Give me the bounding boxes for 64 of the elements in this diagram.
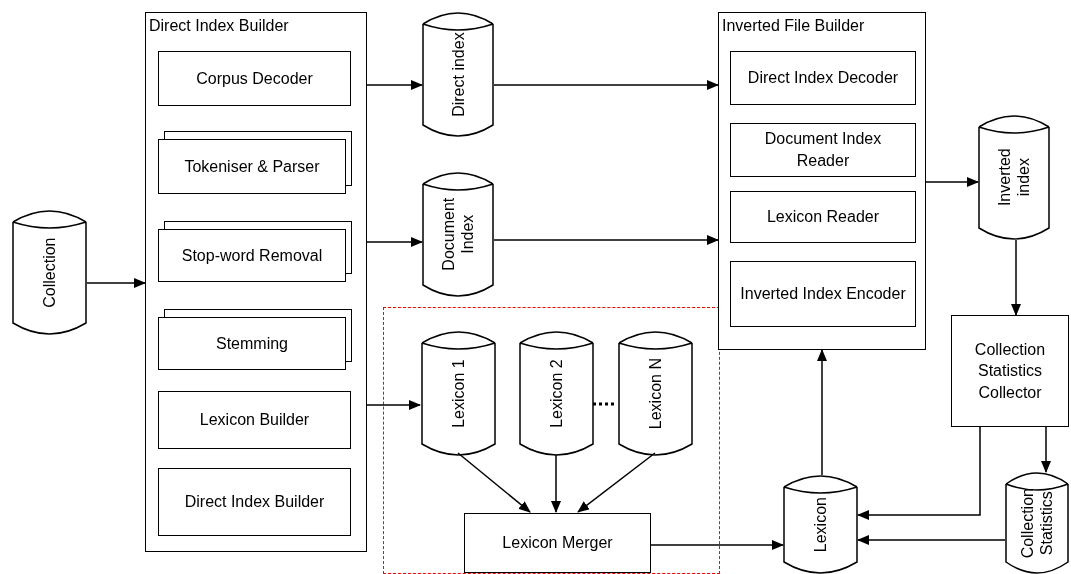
dotted-connector [593,402,617,406]
process-box [464,513,651,573]
database-cylinder [422,12,494,137]
arrow [493,80,719,90]
process-box [730,261,916,327]
box-label: Direct Index Builder [184,492,325,513]
box-label: Direct Index Decoder [747,68,899,89]
process-box [730,191,916,243]
box-label: Direct index [448,32,468,117]
box-label: Collection Statistics [1017,487,1056,559]
process-box [951,315,1069,427]
arrow [857,535,1006,545]
database-cylinder [783,475,858,574]
group-box [718,12,926,350]
process-box [158,51,351,106]
database-cylinder [978,115,1050,240]
arrow [366,400,421,410]
database-cylinder [421,331,496,456]
arrow [925,177,979,187]
box-label: Lexicon 1 [448,359,468,428]
box-label: Lexicon N [645,357,665,430]
stacked-process-box [158,131,352,194]
arrow [1011,239,1021,316]
box-label: Document Index [438,197,477,273]
box-label: Lexicon Merger [502,533,613,554]
group-box [145,12,367,552]
database-cylinder [618,331,693,456]
box-label: Document Index Reader [763,129,883,171]
box-label: Corpus Decoder [196,68,313,89]
group-title: Inverted File Builder [722,16,865,36]
box-label: Lexicon Builder [199,410,310,431]
box-label: Stemming [216,333,288,354]
box-label: Lexicon [810,496,830,553]
box-label: Collection Statistics Collector [973,339,1047,403]
arrow [493,235,719,245]
database-cylinder [1005,472,1069,574]
arrow [857,426,981,520]
arrow [551,454,561,513]
stacked-process-box [158,221,352,282]
box-label: Collection [39,237,59,308]
process-box [730,51,916,105]
box-label: Inverted Index Encoder [740,284,906,305]
box-label: Lexicon Reader [766,207,880,228]
box-label: Lexicon 2 [546,359,566,428]
box-label: Tokeniser & Parser [184,156,320,177]
arrow [817,349,827,476]
arrow [1041,426,1051,473]
arrow [457,452,531,513]
stacked-process-box [158,309,352,370]
arrow [86,278,146,288]
process-box [158,468,351,536]
database-cylinder [519,331,594,456]
arrow [366,80,423,90]
arrow [366,237,423,247]
dashed-region [383,307,720,574]
arrow [577,452,656,513]
box-label: Inverted index [994,147,1033,209]
database-cylinder [422,172,494,297]
process-box [158,391,351,449]
process-box [730,123,916,177]
arrow [649,540,784,550]
database-cylinder [12,210,87,335]
box-label: Stop-word Removal [181,245,323,266]
group-title: Direct Index Builder [149,16,289,36]
